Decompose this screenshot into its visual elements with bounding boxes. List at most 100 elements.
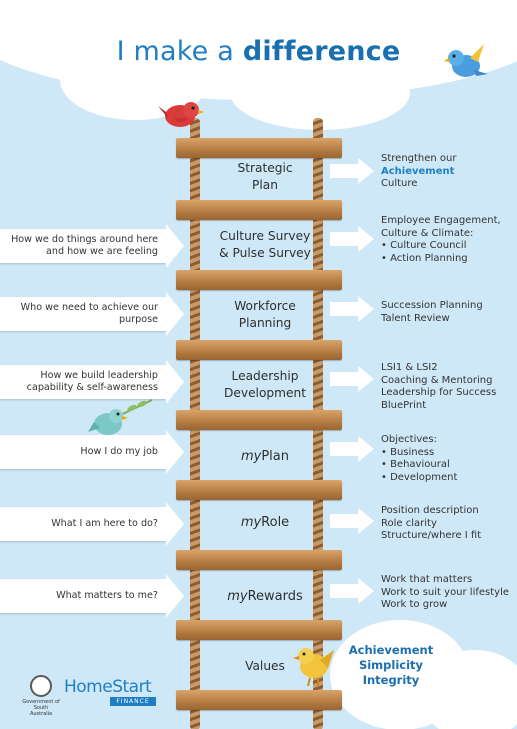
- left-arrow-callout: What matters to me?: [0, 574, 184, 618]
- arrow-head-icon: [358, 508, 374, 534]
- description-line: Achievement: [381, 165, 455, 177]
- arrow-head-icon: [358, 158, 374, 184]
- right-arrow-icon: [330, 296, 374, 322]
- description-line: • Development: [381, 471, 458, 483]
- bottom-cloud-2: [420, 650, 517, 729]
- step-prefix: my: [240, 449, 262, 464]
- ladder-rung: [176, 480, 342, 500]
- step-description: Employee Engagement,Culture & Climate:• …: [381, 215, 501, 265]
- description-line: Position description: [381, 505, 479, 516]
- description-line: Culture & Climate:: [381, 227, 474, 239]
- step-text: Plan: [261, 449, 290, 464]
- description-line: Structure/where I fit: [381, 530, 482, 541]
- description-line: • Behavioural: [381, 459, 450, 470]
- left-arrow-callout: What I am here to do?: [0, 502, 184, 546]
- step-text: Rewards: [247, 589, 303, 604]
- left-arrow-text: How I do my job: [80, 446, 158, 457]
- value-simplicity: Simplicity: [358, 658, 424, 672]
- left-arrow-text: Who we need to achieve our purpose: [20, 302, 158, 325]
- page-title: I make a difference: [116, 36, 401, 67]
- left-arrow-callout: How we build leadership capability & sel…: [0, 360, 184, 404]
- ladder-rung: [176, 138, 342, 158]
- arrow-shaft: [0, 507, 166, 541]
- arrow-shaft: [330, 584, 360, 598]
- ladder-rung: [176, 690, 342, 710]
- ladder-rung: [176, 200, 342, 220]
- arrow-head-icon: [166, 224, 184, 268]
- right-arrow-icon: [330, 508, 374, 534]
- arrow-shaft: [330, 232, 360, 246]
- step-prefix: my: [240, 515, 262, 530]
- arrow-shaft: [330, 514, 360, 528]
- ladder-rung: [176, 340, 342, 360]
- ladder-rung: [176, 620, 342, 640]
- left-arrow-text: How we do things around here and how we …: [11, 234, 158, 257]
- arrow-head-icon: [358, 436, 374, 462]
- arrow-head-icon: [166, 574, 184, 618]
- left-arrow-callout: Who we need to achieve our purpose: [0, 292, 184, 336]
- description-line: LSI1 & LSI2: [381, 362, 438, 373]
- ladder-step-label: Culture Survey & Pulse Survey: [219, 229, 311, 260]
- left-arrow-text: How we build leadership capability & sel…: [26, 370, 158, 393]
- arrow-head-icon: [358, 578, 374, 604]
- ladder-rung: [176, 550, 342, 570]
- arrow-shaft: [330, 442, 360, 456]
- left-arrow-text: What matters to me?: [56, 590, 158, 601]
- description-line: Coaching & Mentoring: [381, 374, 493, 386]
- right-arrow-icon: [330, 158, 374, 184]
- values-list: Achievement Simplicity Integrity: [345, 643, 437, 688]
- arrow-head-icon: [166, 292, 184, 336]
- arrow-head-icon: [358, 296, 374, 322]
- ladder-step-label: myPlan: [200, 448, 330, 465]
- description-line: Role clarity: [381, 517, 437, 529]
- description-line: BluePrint: [381, 399, 427, 411]
- ladder-rung: [176, 270, 342, 290]
- arrow-shaft: [0, 579, 166, 613]
- right-arrow-icon: [330, 578, 374, 604]
- homestart-logo: HomeStart: [64, 677, 152, 697]
- ladder-step-label: myRewards: [200, 588, 330, 605]
- homestart-logo-sub: FINANCE: [110, 697, 156, 706]
- description-line: Work that matters: [381, 574, 473, 585]
- arrow-shaft: [0, 297, 166, 331]
- red-bird-icon: [158, 102, 204, 127]
- right-arrow-icon: [330, 366, 374, 392]
- description-line: • Culture Council: [381, 240, 467, 251]
- ladder-step-label: myRole: [200, 514, 330, 531]
- ladder-step-label: Leadership Development: [223, 369, 307, 400]
- description-line: Work to suit your lifestyle: [381, 586, 510, 598]
- left-arrow-text: What I am here to do?: [51, 518, 158, 529]
- arrow-shaft: [0, 229, 166, 263]
- arrow-shaft: [330, 302, 360, 316]
- ladder-rung: [176, 410, 342, 430]
- arrow-head-icon: [358, 366, 374, 392]
- right-arrow-icon: [330, 226, 374, 252]
- description-line: Succession Planning: [381, 300, 483, 311]
- step-text: Role: [261, 515, 290, 530]
- yellow-bird-icon: [293, 648, 334, 687]
- ladder-step-label: Strategic Plan: [237, 161, 293, 192]
- arrow-head-icon: [358, 226, 374, 252]
- arrow-shaft: [330, 372, 360, 386]
- description-line: Leadership for Success: [381, 387, 497, 398]
- arrow-shaft: [0, 435, 166, 469]
- blue-bird-icon: [444, 44, 488, 77]
- government-sa-logo: Government of South Australia: [22, 675, 60, 717]
- description-line: Employee Engagement,: [381, 215, 501, 226]
- arrow-shaft: [0, 365, 166, 399]
- step-prefix: my: [227, 589, 248, 604]
- government-seal-icon: [30, 675, 52, 697]
- arrow-head-icon: [166, 430, 184, 474]
- step-description: Objectives:• Business• Behavioural• Deve…: [381, 434, 457, 484]
- description-line: Talent Review: [381, 312, 450, 324]
- description-line: • Business: [381, 446, 435, 458]
- ladder-step-label: Workforce Planning: [234, 299, 296, 330]
- description-line: Strengthen our: [381, 153, 457, 164]
- arrow-shaft: [330, 164, 360, 178]
